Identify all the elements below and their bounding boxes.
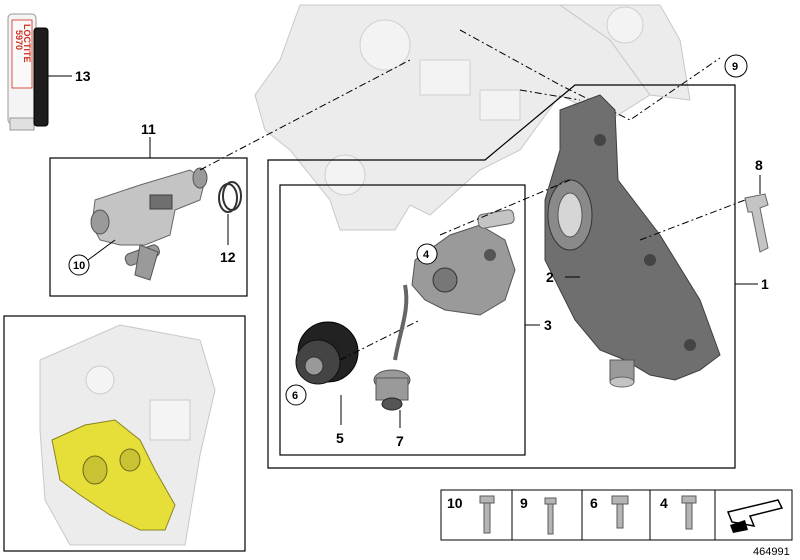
engine-overview-illustration bbox=[39, 324, 216, 546]
bolt-6 bbox=[611, 495, 629, 529]
hardware-strip: 10 9 6 4 bbox=[440, 489, 793, 541]
callout-10: 10 bbox=[73, 260, 85, 272]
callout-13: 13 bbox=[75, 68, 91, 84]
callout-9-circle bbox=[724, 54, 748, 78]
callout-2: 2 bbox=[546, 269, 554, 285]
tube-brand-label: LOCTITE bbox=[22, 24, 32, 63]
hardware-label-10: 10 bbox=[447, 495, 463, 511]
engine-block-ghost bbox=[254, 4, 691, 231]
water-pump bbox=[411, 209, 516, 316]
callout-1: 1 bbox=[761, 276, 769, 292]
callout-7: 7 bbox=[396, 433, 404, 449]
callout-6-circle bbox=[285, 384, 307, 406]
water-pump-frame bbox=[279, 184, 526, 456]
thermostat-housing bbox=[90, 167, 208, 281]
coolant-valve bbox=[373, 284, 411, 411]
main-assembly-frame bbox=[267, 84, 736, 469]
retaining-clip bbox=[744, 193, 769, 253]
callout-6: 6 bbox=[292, 390, 298, 402]
callout-4: 4 bbox=[423, 249, 430, 261]
tube-number-label: 5970 bbox=[14, 30, 24, 50]
hardware-label-4: 4 bbox=[660, 495, 668, 511]
hardware-label-9: 9 bbox=[520, 495, 528, 511]
callout-12: 12 bbox=[220, 249, 236, 265]
callout-10-circle bbox=[68, 254, 90, 276]
pulley-wheel bbox=[295, 321, 359, 385]
bolt-10 bbox=[479, 495, 495, 534]
callout-8: 8 bbox=[755, 157, 763, 173]
engine-overview-frame bbox=[3, 315, 246, 552]
callout-9: 9 bbox=[732, 61, 738, 73]
o-ring-seal bbox=[218, 181, 242, 213]
callout-11: 11 bbox=[141, 121, 156, 137]
diagram-id: 464991 bbox=[753, 546, 790, 558]
pump-bracket bbox=[544, 94, 721, 388]
callout-5: 5 bbox=[336, 430, 344, 446]
thermostat-assembly-frame bbox=[49, 157, 248, 297]
callout-4-circle bbox=[416, 243, 438, 265]
orientation-arrow-icon bbox=[726, 499, 784, 533]
bolt-4 bbox=[681, 495, 697, 530]
sealant-tube: LOCTITE 5970 bbox=[7, 13, 49, 131]
highlighted-pump-assembly bbox=[51, 419, 176, 531]
callout-3: 3 bbox=[544, 317, 552, 333]
hardware-label-6: 6 bbox=[590, 495, 598, 511]
bolt-9 bbox=[544, 497, 557, 535]
